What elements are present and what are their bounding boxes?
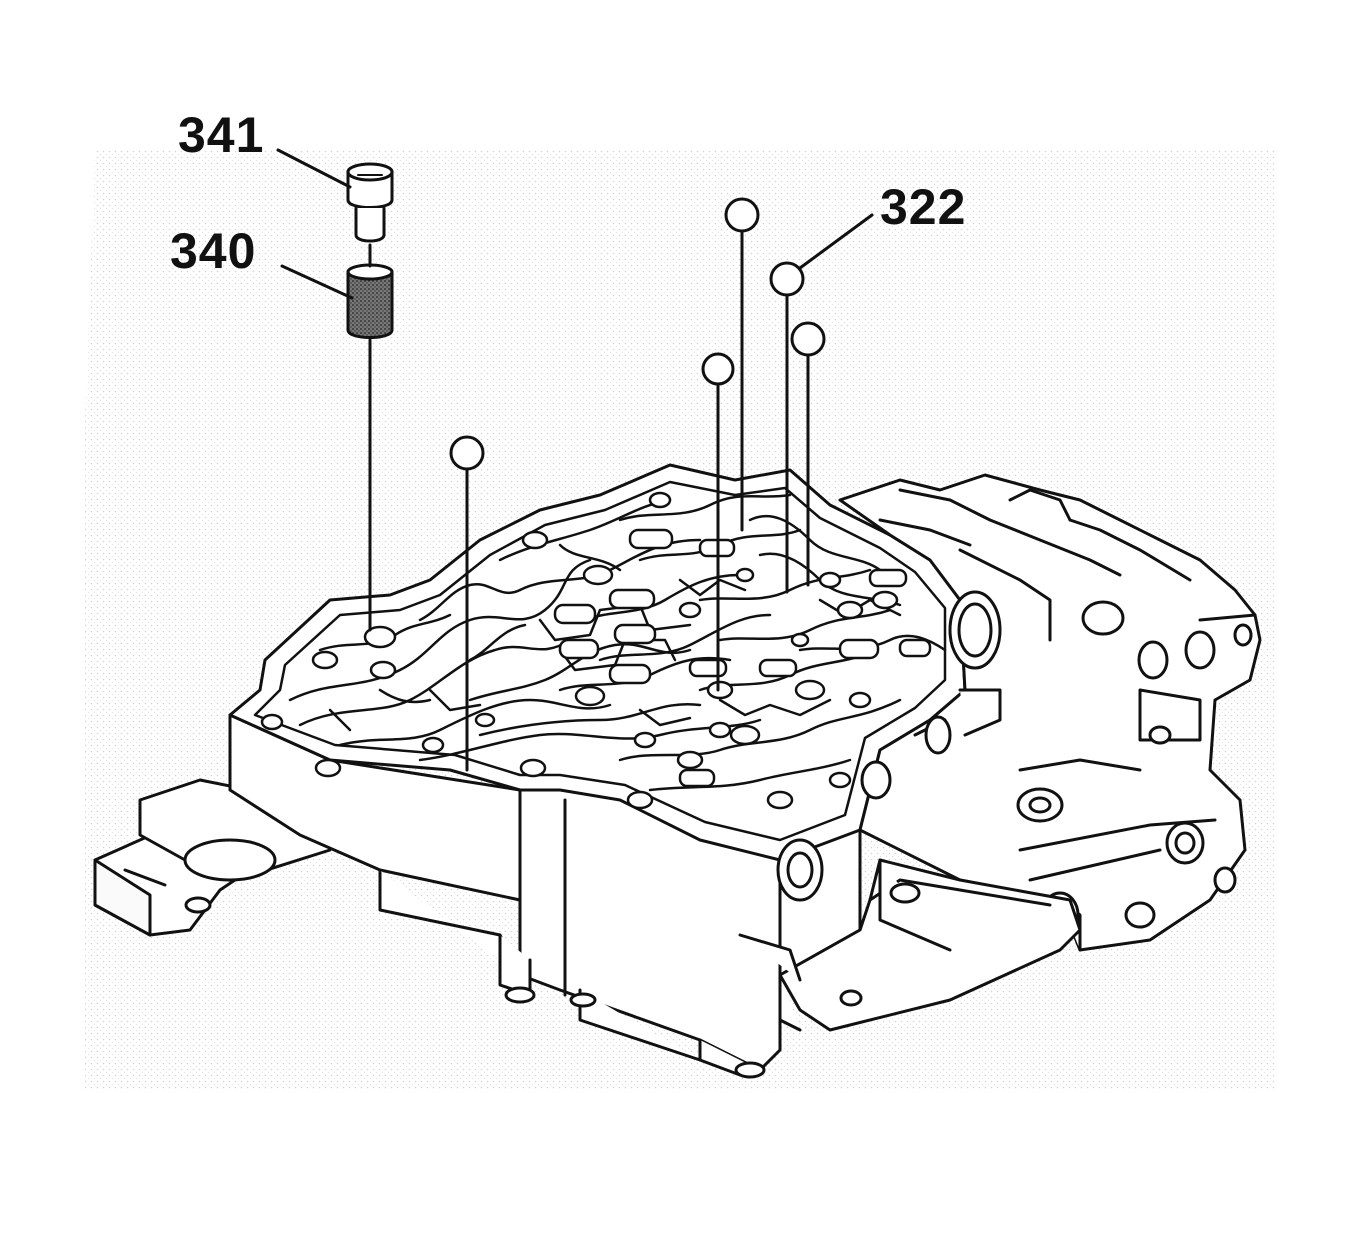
- callout-340: 340: [170, 223, 257, 279]
- plate-ports: [260, 491, 932, 810]
- screw-341: [346, 162, 394, 243]
- right-rear-housing: [776, 473, 1262, 952]
- check-ball: [790, 321, 826, 357]
- spring-340: [346, 263, 394, 339]
- check-ball: [724, 197, 760, 233]
- left-mounting-bracket: [93, 778, 337, 937]
- callout-341: 341: [178, 107, 265, 163]
- leader-341: [276, 148, 352, 189]
- callout-322: 322: [880, 179, 967, 235]
- check-ball: [701, 352, 735, 386]
- lower-right-flange: [738, 858, 1082, 1032]
- check-ball: [449, 435, 485, 471]
- assembly-axis-lines: [368, 230, 810, 772]
- check-balls: [449, 197, 826, 471]
- callout-leaders: [276, 148, 874, 300]
- leader-322: [798, 213, 874, 270]
- check-ball: [769, 261, 805, 297]
- leader-340: [280, 264, 354, 300]
